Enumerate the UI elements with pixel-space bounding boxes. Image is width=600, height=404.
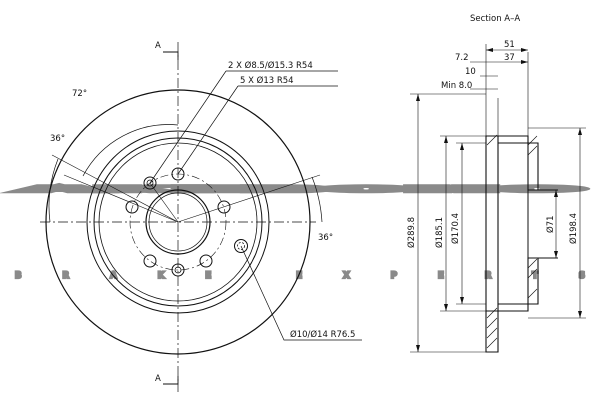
friction-ring-inner-edge (86, 130, 270, 314)
small-holes-callout: 2 X Ø8.5/Ø15.3 R54 (228, 60, 313, 71)
bolt-hole (199, 254, 213, 268)
small-hole (171, 263, 185, 277)
section-mark-bottom: A (155, 374, 161, 384)
threaded-hole (234, 239, 248, 253)
dim-d71: Ø71 (545, 215, 556, 233)
dim-min-thickness: Min 8.0 (441, 81, 472, 91)
section-arrow-top (163, 51, 179, 60)
dim-d198: Ø198.4 (568, 213, 579, 244)
hat-profile-bottom (498, 257, 539, 312)
front-view (40, 42, 362, 392)
hat-profile-top (498, 135, 539, 191)
dim-outer-diameter: Ø289.8 (406, 217, 417, 248)
dim-d185: Ø185.1 (434, 217, 445, 248)
watermark: AKEBONO BRAKE EXPERTS (14, 184, 586, 282)
section-title: Section A–A (470, 14, 520, 24)
front-view-labels: A A 72° 36° 36° 2 X Ø8.5/Ø15.3 R54 5 X Ø… (50, 41, 355, 384)
dim-overall-height: 51 (504, 40, 515, 50)
watermark-tagline: BRAKE EXPERTS (15, 271, 585, 281)
section-view (410, 44, 586, 353)
small-hole (143, 176, 157, 190)
dim-d170: Ø170.4 (450, 213, 461, 244)
center-bore-chamfer (148, 192, 208, 252)
section-profile (485, 135, 499, 312)
section-view-labels: Section A–A 51 7.2 37 10 Min 8.0 Ø289.8 … (406, 14, 579, 248)
section-arrow-bottom (163, 376, 179, 385)
bolt-holes-callout: 5 X Ø13 R54 (240, 75, 294, 86)
section-hatching (486, 134, 538, 349)
angle-arc-36-left (48, 158, 59, 223)
angle-label-36-right: 36° (318, 233, 333, 243)
hat-step-edge (98, 142, 258, 302)
angle-arc-36-right (311, 176, 323, 223)
section-mark-top: A (155, 41, 161, 51)
dim-thickness: 10 (465, 67, 476, 77)
disc-outer-edge (45, 89, 311, 355)
hat-outer-edge (93, 137, 263, 307)
dim-hat-depth: 37 (504, 53, 515, 63)
threaded-hole-callout: Ø10/Ø14 R76.5 (290, 329, 355, 340)
bolt-hole (125, 200, 139, 214)
bolt-hole (143, 254, 157, 268)
angle-arc-72 (82, 124, 179, 177)
bolt-hole (217, 200, 231, 214)
watermark-brand: AKEBONO (20, 185, 580, 195)
angle-label-72: 72° (72, 89, 87, 99)
center-bore (145, 189, 211, 255)
leader-threaded-hole (240, 245, 362, 341)
dim-offset: 7.2 (455, 53, 469, 63)
angle-label-36-left: 36° (50, 134, 65, 144)
bolt-hole (171, 167, 185, 181)
